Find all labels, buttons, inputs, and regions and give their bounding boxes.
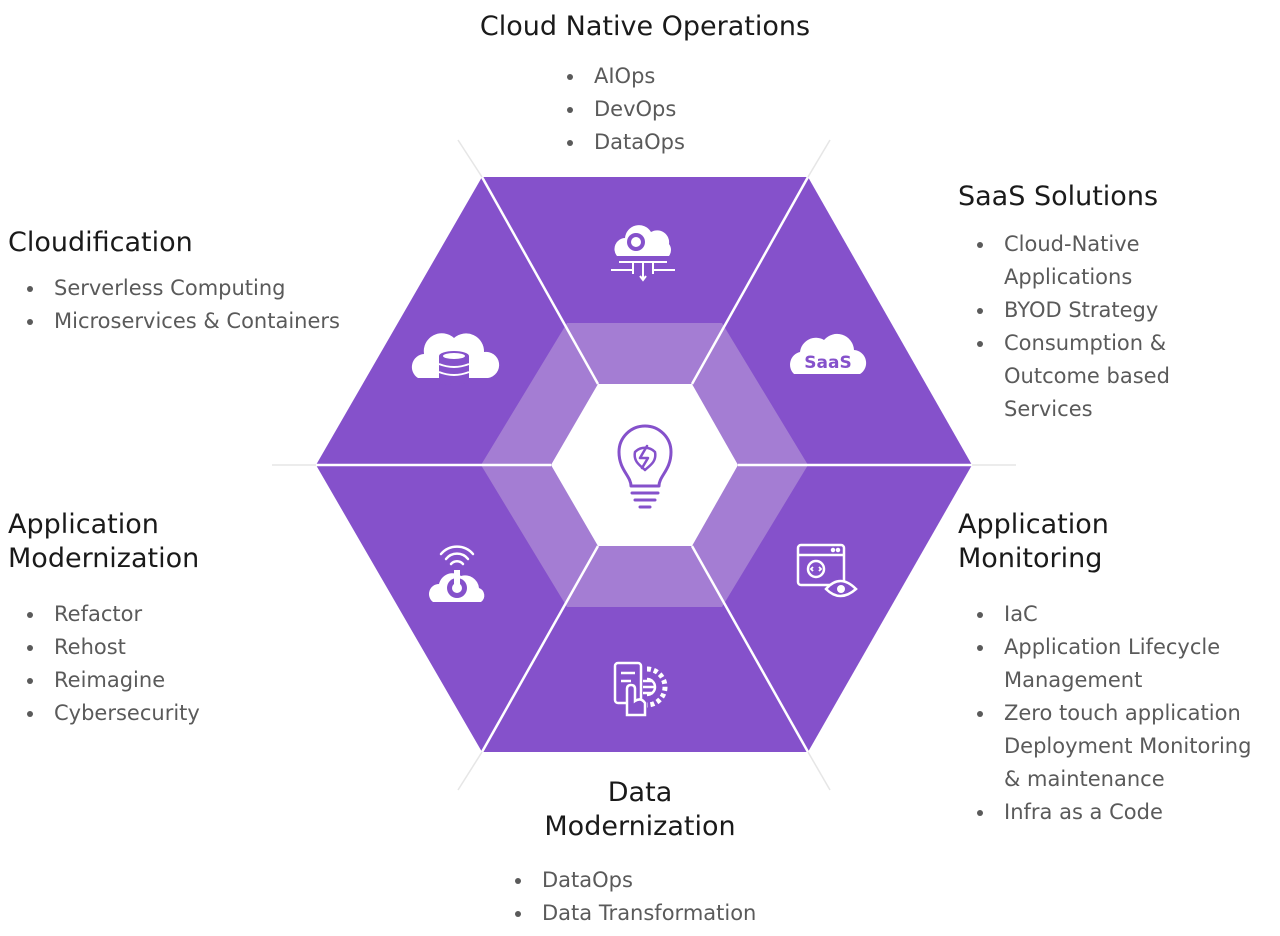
section-title: Data Modernization	[544, 777, 736, 842]
list-item: DevOps	[548, 93, 900, 126]
section-application-monitoring: Application Monitoring IaC Application L…	[958, 508, 1276, 829]
cloud-signal-icon	[429, 545, 485, 602]
list-item: Refactor	[8, 598, 308, 631]
list-item: Microservices & Containers	[8, 305, 388, 338]
list-item: Cloud-Native Applications	[958, 228, 1174, 294]
list-item: Rehost	[8, 631, 308, 664]
section-cloud-native-operations: Cloud Native Operations AIOps DevOps Dat…	[390, 10, 900, 159]
saas-icon-label: SaaS	[804, 353, 851, 373]
section-cloudification: Cloudification Serverless Computing Micr…	[8, 226, 388, 338]
section-application-modernization: Application Modernization Refactor Rehos…	[8, 508, 308, 730]
section-title: Cloudification	[8, 227, 193, 258]
cloud-database-icon	[411, 333, 500, 385]
list-item: DataOps	[496, 864, 840, 897]
lightbulb-lightning-icon	[617, 424, 673, 509]
section-title: SaaS Solutions	[958, 181, 1159, 212]
list-item: AIOps	[548, 60, 900, 93]
section-points: IaC Application Lifecycle Management Zer…	[958, 598, 1276, 829]
segment-dividers	[316, 176, 972, 753]
section-points: Refactor Rehost Reimagine Cybersecurity	[8, 598, 308, 730]
section-points: Serverless Computing Microservices & Con…	[8, 272, 388, 338]
guide-lines	[272, 139, 1016, 791]
section-points: Cloud-Native Applications BYOD Strategy …	[958, 228, 1218, 426]
list-item: Zero touch application Deployment Monito…	[958, 697, 1272, 796]
cloud-gear-icon	[611, 225, 675, 282]
list-item: Serverless Computing	[8, 272, 388, 305]
saas-cloud-icon: SaaS	[790, 333, 867, 374]
list-item: DataOps	[548, 126, 900, 159]
list-item: Data Transformation	[496, 897, 840, 930]
section-data-modernization: Data Modernization DataOps Data Transfor…	[440, 776, 840, 930]
list-item: Application Lifecycle Management	[958, 631, 1259, 697]
list-item: Infra as a Code	[958, 796, 1276, 829]
list-item: Consumption & Outcome based Services	[958, 327, 1204, 426]
section-saas-solutions: SaaS Solutions Cloud-Native Applications…	[958, 180, 1258, 426]
section-points: DataOps Data Transformation	[496, 864, 840, 930]
list-item: IaC	[958, 598, 1276, 631]
list-item: Cybersecurity	[8, 697, 308, 730]
browser-code-eye-icon	[796, 543, 858, 598]
list-item: Reimagine	[8, 664, 308, 697]
touch-panel-gear-icon	[613, 661, 668, 717]
section-title: Cloud Native Operations	[479, 11, 811, 42]
list-item: BYOD Strategy	[958, 294, 1218, 327]
section-points: AIOps DevOps DataOps	[548, 60, 900, 159]
section-title: Application Monitoring	[958, 509, 1109, 574]
section-title: Application Modernization	[8, 509, 200, 574]
